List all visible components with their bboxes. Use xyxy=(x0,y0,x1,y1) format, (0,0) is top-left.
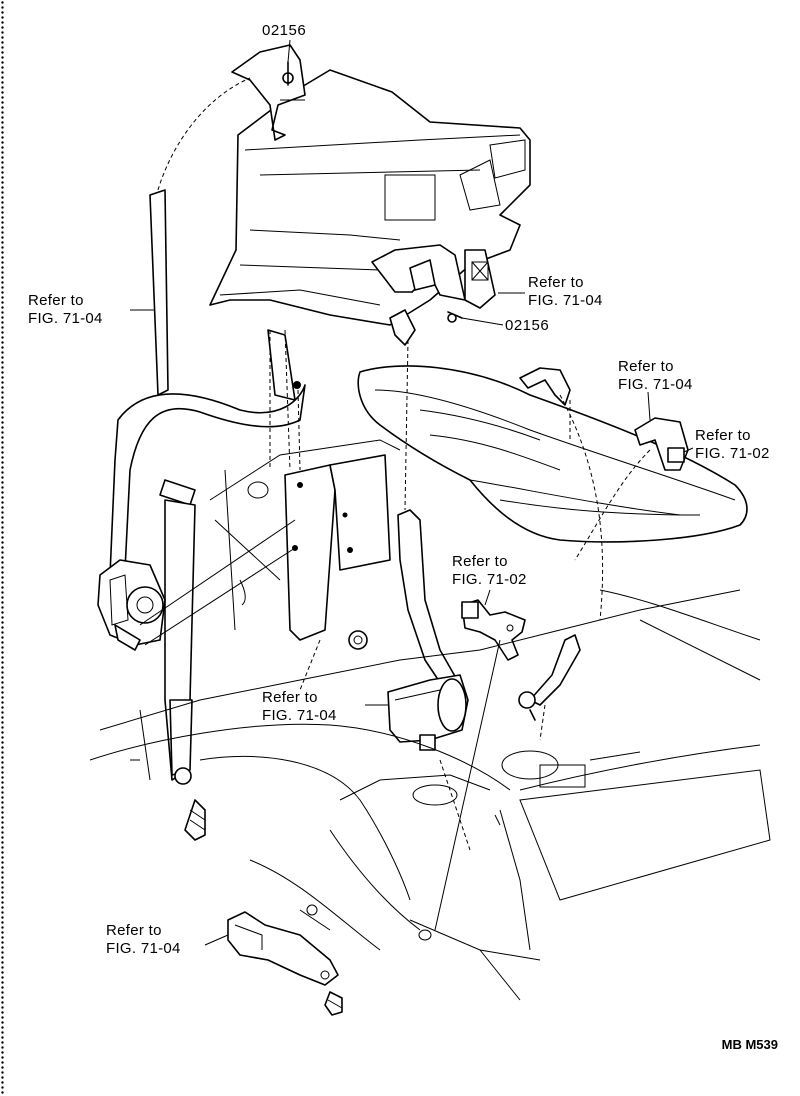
ref-label-line2: FIG. 71-04 xyxy=(106,940,181,957)
bottom-anchor-plate xyxy=(227,911,343,1016)
rear-seat-cushion xyxy=(357,365,748,543)
ref-label-seat-right: Refer to FIG. 71-02 xyxy=(695,427,770,463)
right-side-belt xyxy=(518,634,581,721)
dashed-leader-lines xyxy=(157,77,651,851)
ref-label-line1: Refer to xyxy=(106,922,162,939)
ref-label-upper-mid: Refer to FIG. 71-04 xyxy=(528,274,603,310)
center-buckle xyxy=(461,599,526,661)
left-shoulder-belt xyxy=(109,189,306,841)
right-upper-bracket xyxy=(371,244,496,346)
ref-label-line1: Refer to xyxy=(618,358,674,375)
ref-label-anchor-bottom: Refer to FIG. 71-04 xyxy=(106,922,181,958)
center-belt-retractor xyxy=(348,509,469,751)
scan-edge-dots xyxy=(0,0,5,1096)
ref-label-line2: FIG. 71-04 xyxy=(262,707,337,724)
ref-label-line1: Refer to xyxy=(695,427,751,444)
ref-label-line1: Refer to xyxy=(262,689,318,706)
ref-label-left-belt: Refer to FIG. 71-04 xyxy=(28,292,103,328)
ref-label-line2: FIG. 71-02 xyxy=(695,445,770,462)
part-code-right: 02156 xyxy=(505,317,550,334)
part-code-top: 02156 xyxy=(262,22,307,39)
label-leader-lines xyxy=(130,39,694,946)
ref-label-seat-left: Refer to FIG. 71-04 xyxy=(618,358,693,394)
ref-label-retractor-center: Refer to FIG. 71-04 xyxy=(262,689,337,725)
ref-label-line2: FIG. 71-02 xyxy=(452,571,527,588)
left-retractor xyxy=(97,559,166,651)
center-mounting-bracket xyxy=(209,439,401,641)
seat-hook-brackets xyxy=(519,367,689,471)
upper-belt-guide-bracket xyxy=(231,44,306,141)
ref-label-line2: FIG. 71-04 xyxy=(528,292,603,309)
ref-label-line2: FIG. 71-04 xyxy=(618,376,693,393)
drawing-code: MB M539 xyxy=(721,1037,778,1052)
ref-label-buckle-right: Refer to FIG. 71-02 xyxy=(452,553,527,589)
ref-label-line1: Refer to xyxy=(28,292,84,309)
ref-label-line2: FIG. 71-04 xyxy=(28,310,103,327)
ref-label-line1: Refer to xyxy=(452,553,508,570)
ref-label-line1: Refer to xyxy=(528,274,584,291)
floor-pan xyxy=(89,589,771,1001)
